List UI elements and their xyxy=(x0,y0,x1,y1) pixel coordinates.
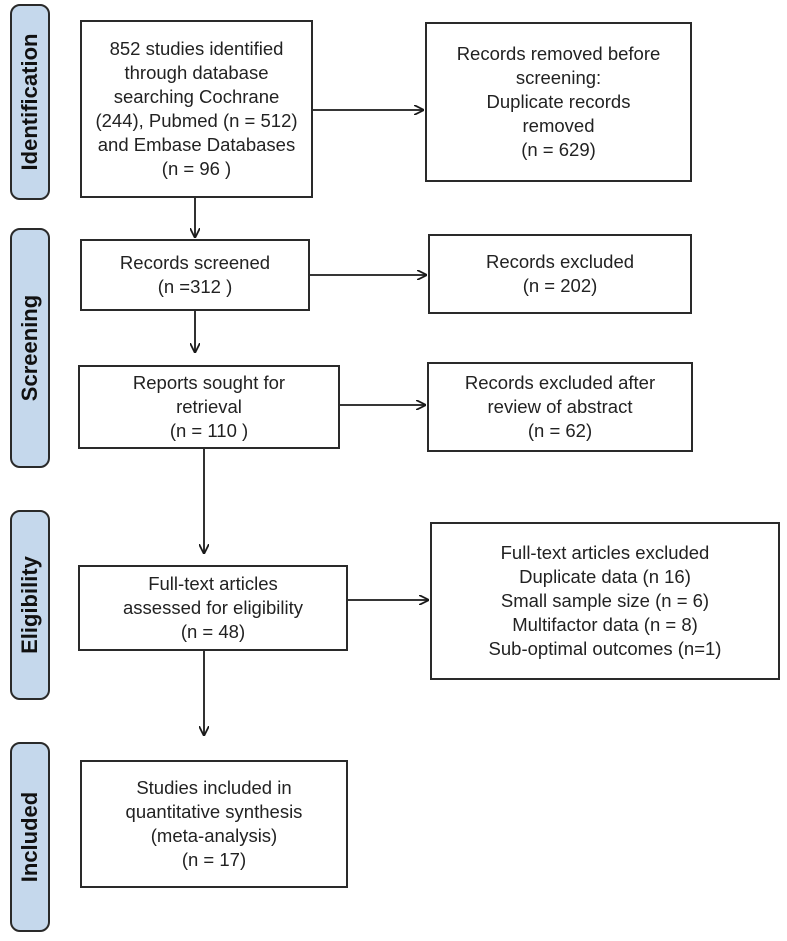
sought-line-3: (n = 110 ) xyxy=(169,420,249,441)
fulltext-excluded-line-5: Sub-optimal outcomes (n=1) xyxy=(488,638,722,659)
identified-line-5: and Embase Databases xyxy=(97,134,296,155)
excluded-abstract-line-2: review of abstract xyxy=(487,396,633,417)
excluded-abstract-box: Records excluded after review of abstrac… xyxy=(427,362,693,452)
fulltext-excluded-line-1: Full-text articles excluded xyxy=(500,542,710,563)
excluded-abstract-line-3: (n = 62) xyxy=(527,420,593,441)
assessed-line-3: (n = 48) xyxy=(180,621,246,642)
screened-box: Records screened (n =312 ) xyxy=(80,239,310,311)
removed-line-5: (n = 629) xyxy=(521,139,596,160)
removed-line-3: Duplicate records xyxy=(486,91,631,112)
removed-line-4: removed xyxy=(522,115,595,136)
identified-line-4: (244), Pubmed (n = 512) xyxy=(95,110,298,131)
fulltext-excluded-line-3: Small sample size (n = 6) xyxy=(500,590,710,611)
included-line-4: (n = 17) xyxy=(181,849,247,870)
fulltext-excluded-line-2: Duplicate data (n 16) xyxy=(519,566,691,587)
fulltext-excluded-line-4: Multifactor data (n = 8) xyxy=(512,614,698,635)
identified-line-1: 852 studies identified xyxy=(109,38,284,59)
removed-box: Records removed before screening: Duplic… xyxy=(425,22,692,182)
phase-screening: Screening xyxy=(10,228,50,468)
screened-line-2: (n =312 ) xyxy=(157,276,233,297)
assessed-line-2: assessed for eligibility xyxy=(123,597,303,618)
excluded-box: Records excluded (n = 202) xyxy=(428,234,692,314)
included-box: Studies included in quantitative synthes… xyxy=(80,760,348,888)
sought-line-1: Reports sought for xyxy=(132,372,286,393)
phase-eligibility: Eligibility xyxy=(10,510,50,700)
removed-line-1: Records removed before xyxy=(456,43,661,64)
excluded-line-1: Records excluded xyxy=(485,251,635,272)
excluded-abstract-line-1: Records excluded after xyxy=(464,372,656,393)
included-line-2: quantitative synthesis xyxy=(125,801,303,822)
identified-line-6: (n = 96 ) xyxy=(161,158,232,179)
included-line-3: (meta-analysis) xyxy=(150,825,278,846)
sought-box: Reports sought for retrieval (n = 110 ) xyxy=(78,365,340,449)
included-line-1: Studies included in xyxy=(136,777,292,798)
fulltext-excluded-box: Full-text articles excluded Duplicate da… xyxy=(430,522,780,680)
assessed-box: Full-text articles assessed for eligibil… xyxy=(78,565,348,651)
screened-line-1: Records screened xyxy=(119,252,271,273)
identified-box: 852 studies identified through database … xyxy=(80,20,313,198)
excluded-line-2: (n = 202) xyxy=(522,275,598,296)
phase-included: Included xyxy=(10,742,50,932)
phase-identification: Identification xyxy=(10,4,50,200)
identified-line-3: searching Cochrane xyxy=(113,86,280,107)
identified-line-2: through database xyxy=(124,62,269,83)
removed-line-2: screening: xyxy=(515,67,602,88)
sought-line-2: retrieval xyxy=(176,396,242,417)
assessed-line-1: Full-text articles xyxy=(148,573,278,594)
